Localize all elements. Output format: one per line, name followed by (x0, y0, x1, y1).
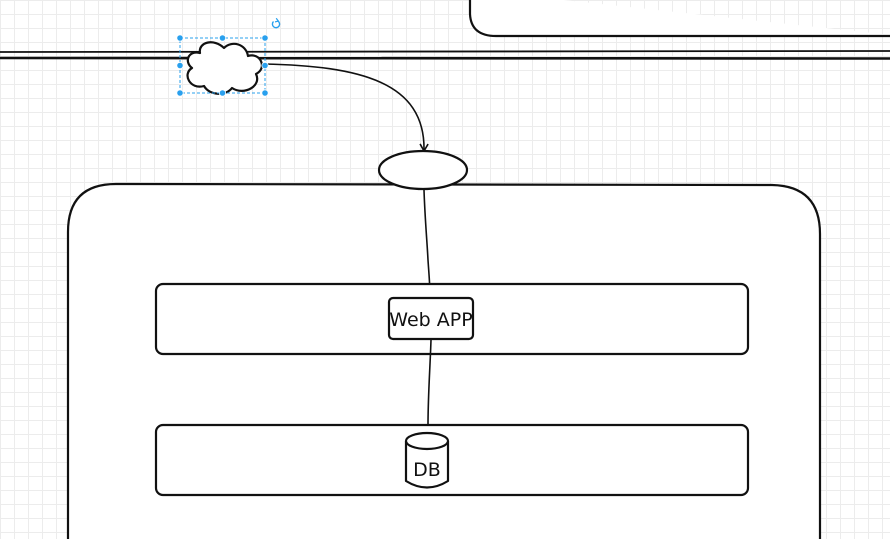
edge-webapp-to-db[interactable] (427, 339, 432, 427)
db-tier-band[interactable] (154, 423, 750, 497)
gateway-ellipse[interactable] (377, 149, 469, 191)
resize-handle-bottom-right[interactable] (261, 89, 269, 97)
cloud-shape (186, 41, 263, 95)
resize-handle-top-right[interactable] (261, 34, 269, 42)
rotate-handle-icon[interactable] (271, 17, 281, 29)
db-label: DB (413, 459, 441, 481)
resize-handle-right[interactable] (261, 61, 269, 70)
resize-handle-top-left[interactable] (176, 34, 184, 42)
selection-overlay[interactable] (176, 17, 281, 97)
cloud-node[interactable] (186, 41, 263, 95)
network-boundary-line[interactable] (0, 50, 890, 60)
web-app-label: Web APP (389, 309, 472, 331)
web-app-node[interactable]: Web APP (387, 296, 475, 341)
resize-handle-left[interactable] (176, 61, 184, 70)
resize-handle-top[interactable] (218, 34, 227, 42)
edge-cloud-to-gateway[interactable] (263, 63, 429, 153)
resize-handle-bottom[interactable] (218, 89, 227, 97)
db-node[interactable]: DB (404, 431, 450, 489)
resize-handle-bottom-left[interactable] (176, 89, 184, 97)
top-right-container[interactable] (468, 0, 890, 38)
